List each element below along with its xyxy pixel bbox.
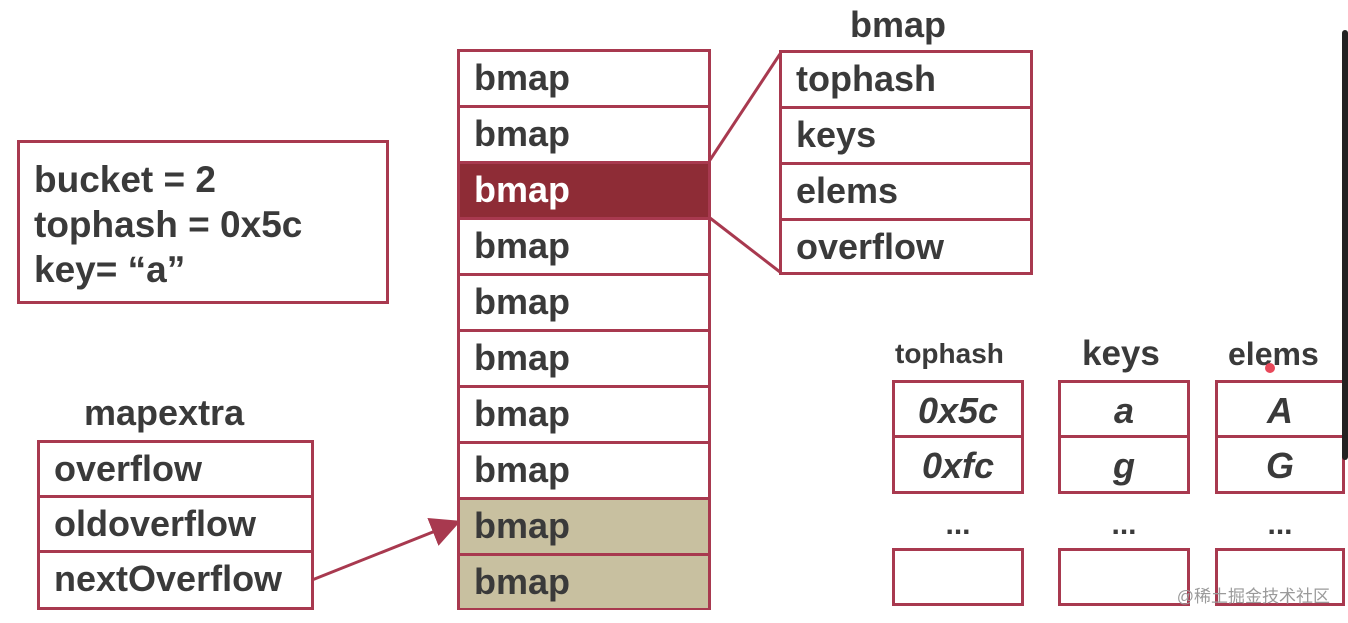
bucket-5: bmap (460, 332, 708, 388)
bucket-1: bmap (460, 108, 708, 164)
bmap-field-elems: elems (782, 165, 1030, 221)
watermark: @稀土掘金技术社区 (1176, 587, 1330, 606)
key-value: g (1113, 445, 1135, 486)
tophash-value: 0xfc (921, 445, 995, 486)
expand-line-bottom (709, 216, 781, 274)
keys-column: a g (1058, 380, 1190, 494)
bucket-array: bmap bmap bmap bmap bmap bmap bmap bmap … (457, 49, 711, 610)
bucket-2-selected: bmap (460, 164, 708, 220)
expand-line-top (708, 53, 782, 161)
tophash-column-title: tophash (895, 338, 1004, 369)
overflow-bucket-9: bmap (460, 556, 708, 608)
bucket-6: bmap (460, 388, 708, 444)
mapextra-field-oldoverflow: oldoverflow (40, 498, 311, 553)
bmap-field-tophash: tophash (782, 53, 1030, 109)
keys-column-title: keys (1082, 334, 1160, 373)
tophash-empty-slot (892, 548, 1024, 606)
bucket-3: bmap (460, 220, 708, 276)
bucket-info-box: bucket = 2 tophash = 0x5c key= “a” (17, 140, 389, 304)
bucket-line: bucket = 2 (34, 159, 217, 200)
key-line: key= “a” (34, 249, 186, 290)
mapextra-title: mapextra (84, 392, 245, 433)
elems-ellipsis: ... (1267, 508, 1293, 541)
elems-empty-slot (1215, 548, 1345, 606)
overflow-bucket-8: bmap (460, 500, 708, 556)
keys-empty-slot (1058, 548, 1190, 606)
tophash-ellipsis: ... (945, 508, 971, 541)
next-overflow-arrow (311, 518, 461, 582)
bucket-7: bmap (460, 444, 708, 500)
elem-value: G (1265, 445, 1294, 486)
tophash-column: 0x5c 0xfc (892, 380, 1024, 494)
pointer-dot (1265, 363, 1275, 373)
elem-value: A (1218, 383, 1342, 438)
keys-ellipsis: ... (1111, 508, 1137, 541)
tophash-value: 0x5c (895, 383, 1021, 438)
bmap-field-overflow: overflow (796, 226, 945, 267)
bmap-detail-title: bmap (850, 4, 947, 45)
mapextra-field-nextoverflow: nextOverflow (54, 558, 283, 599)
key-value: a (1061, 383, 1187, 438)
scrollbar[interactable] (1342, 30, 1348, 460)
bucket-4: bmap (460, 276, 708, 332)
mapextra-struct: overflow oldoverflow nextOverflow (37, 440, 314, 610)
bmap-field-keys: keys (782, 109, 1030, 165)
elems-column: A G (1215, 380, 1345, 494)
tophash-line: tophash = 0x5c (34, 204, 303, 245)
bmap-detail-struct: tophash keys elems overflow (779, 50, 1033, 275)
mapextra-field-overflow: overflow (40, 443, 311, 498)
bucket-0: bmap (460, 52, 708, 108)
